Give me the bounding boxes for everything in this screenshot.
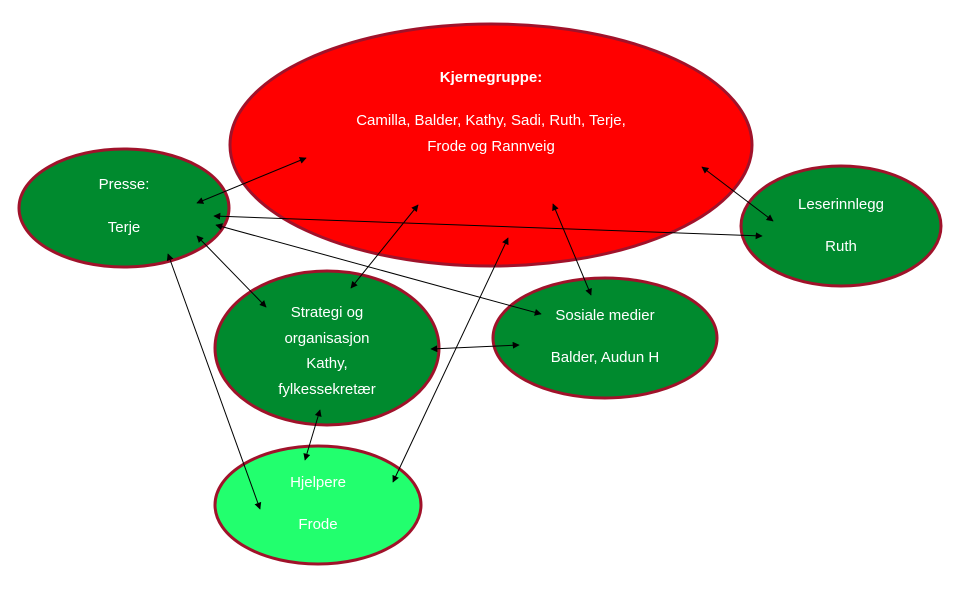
node-strategi: Strategi og organisasjon Kathy, fylkesse… (213, 269, 441, 427)
kjernegruppe-members-line2: Frode og Rannveig (427, 138, 555, 155)
hjelpere-name: Frode (298, 516, 337, 533)
presse-ellipse (17, 147, 231, 269)
strategi-line1: Strategi og (291, 304, 364, 321)
leserinnlegg-ellipse (739, 164, 943, 288)
sosiale-medier-ellipse (491, 276, 719, 400)
connectors (166, 157, 774, 510)
arrow-kjernegruppe-strategi (350, 204, 419, 289)
kjernegruppe-members-line1: Camilla, Balder, Kathy, Sadi, Ruth, Terj… (356, 112, 626, 129)
arrow-kjernegruppe-hjelpere (392, 237, 509, 483)
arrow-strategi-hjelpere (303, 409, 322, 461)
hjelpere-ellipse (213, 444, 423, 566)
strategi-line2: organisasjon (284, 330, 369, 347)
node-sosiale-medier: Sosiale medier Balder, Audun H (491, 276, 719, 400)
node-presse: Presse: Terje (17, 147, 231, 269)
presse-name: Terje (108, 219, 141, 236)
sosiale-medier-name: Balder, Audun H (551, 349, 659, 366)
kjernegruppe-title: Kjernegruppe: (440, 69, 543, 86)
leserinnlegg-name: Ruth (825, 238, 857, 255)
leserinnlegg-title: Leserinnlegg (798, 196, 884, 213)
node-kjernegruppe: Kjernegruppe: Camilla, Balder, Kathy, Sa… (228, 22, 754, 268)
strategi-line4: fylkessekretær (278, 381, 376, 398)
arrow-kjernegruppe-leserinnlegg (701, 166, 774, 222)
strategi-ellipse (213, 269, 441, 427)
arrow-kjernegruppe-sosiale-medier (552, 203, 592, 296)
node-leserinnlegg: Leserinnlegg Ruth (739, 164, 943, 288)
sosiale-medier-title: Sosiale medier (555, 307, 654, 324)
arrow-presse-strategi (196, 235, 267, 308)
arrow-strategi-sosiale-medier (430, 341, 520, 353)
hjelpere-title: Hjelpere (290, 474, 346, 491)
arrow-presse-hjelpere (166, 253, 262, 510)
node-hjelpere: Hjelpere Frode (213, 444, 423, 566)
strategi-line3: Kathy, (306, 355, 347, 372)
arrow-presse-kjernegruppe (196, 157, 307, 204)
presse-title: Presse: (99, 176, 150, 193)
